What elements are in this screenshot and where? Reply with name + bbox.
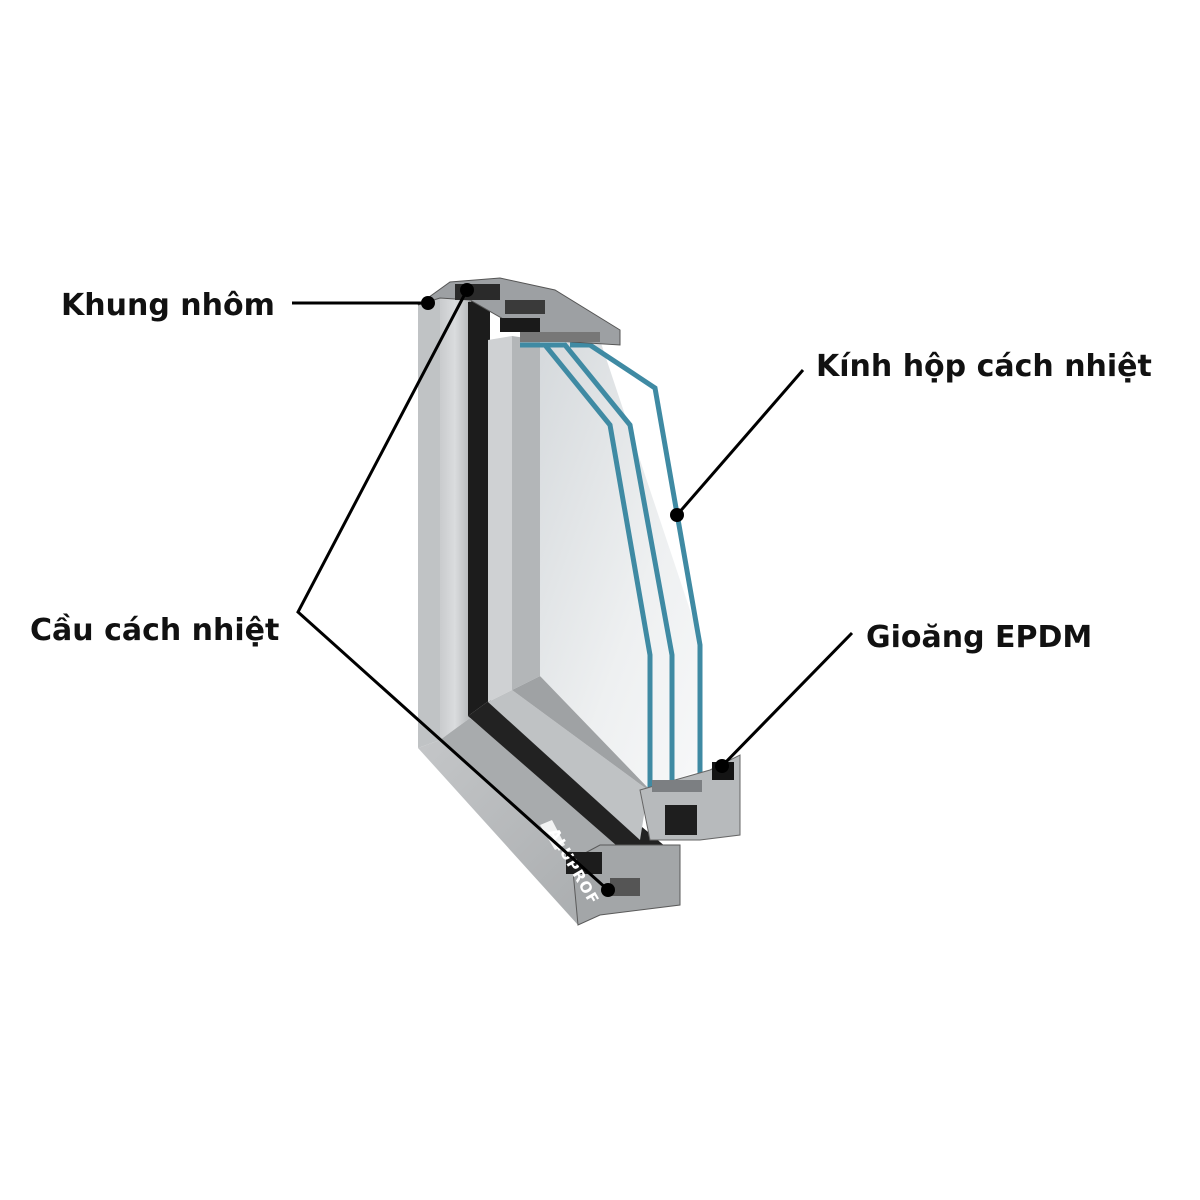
label-gasket: Gioăng EPDM	[866, 620, 1093, 655]
glass-pane-3-edge	[570, 342, 703, 780]
bottom-frame-chamber	[610, 878, 640, 896]
top-section-spacer	[520, 332, 600, 342]
bottom-frame-thermal-break	[566, 852, 602, 874]
sash-bottom-face	[488, 690, 648, 840]
frame-left-side	[440, 296, 470, 740]
leader-line-thermal-break	[296, 289, 610, 892]
leader-line-gasket	[720, 631, 854, 768]
frame-bottom-side	[440, 718, 640, 880]
glass-pane-2-edge	[545, 342, 675, 800]
sash-inner-face	[512, 336, 540, 690]
top-section-gasket	[500, 318, 540, 332]
thermal-break-strip-vertical	[468, 298, 490, 716]
sash-inner-bottom	[512, 676, 650, 790]
bottom-section-thermal-break	[665, 805, 697, 835]
leader-dot-glass	[670, 508, 684, 522]
bottom-section-spacer	[652, 780, 702, 792]
glass-pane-1-edge	[520, 342, 653, 800]
label-glass: Kính hộp cách nhiệt	[816, 349, 1152, 384]
frame-bottom-face	[418, 740, 600, 925]
label-thermal-break: Cầu cách nhiệt	[30, 613, 280, 648]
leader-dot-thermal-break-bottom	[601, 883, 615, 897]
frame-left-face	[418, 298, 440, 748]
label-frame: Khung nhôm	[61, 288, 275, 323]
thermal-break-strip-diagonal	[468, 700, 672, 866]
leader-dot-frame	[421, 296, 435, 310]
sash-left-face	[488, 336, 512, 702]
glass-pane-area	[540, 340, 700, 790]
leader-dot-gasket	[715, 759, 729, 773]
leader-line-glass	[675, 369, 805, 516]
aluprof-logo-mark	[540, 820, 565, 850]
leader-dot-thermal-break-top	[460, 283, 474, 297]
top-section-chamber-2	[505, 300, 545, 314]
